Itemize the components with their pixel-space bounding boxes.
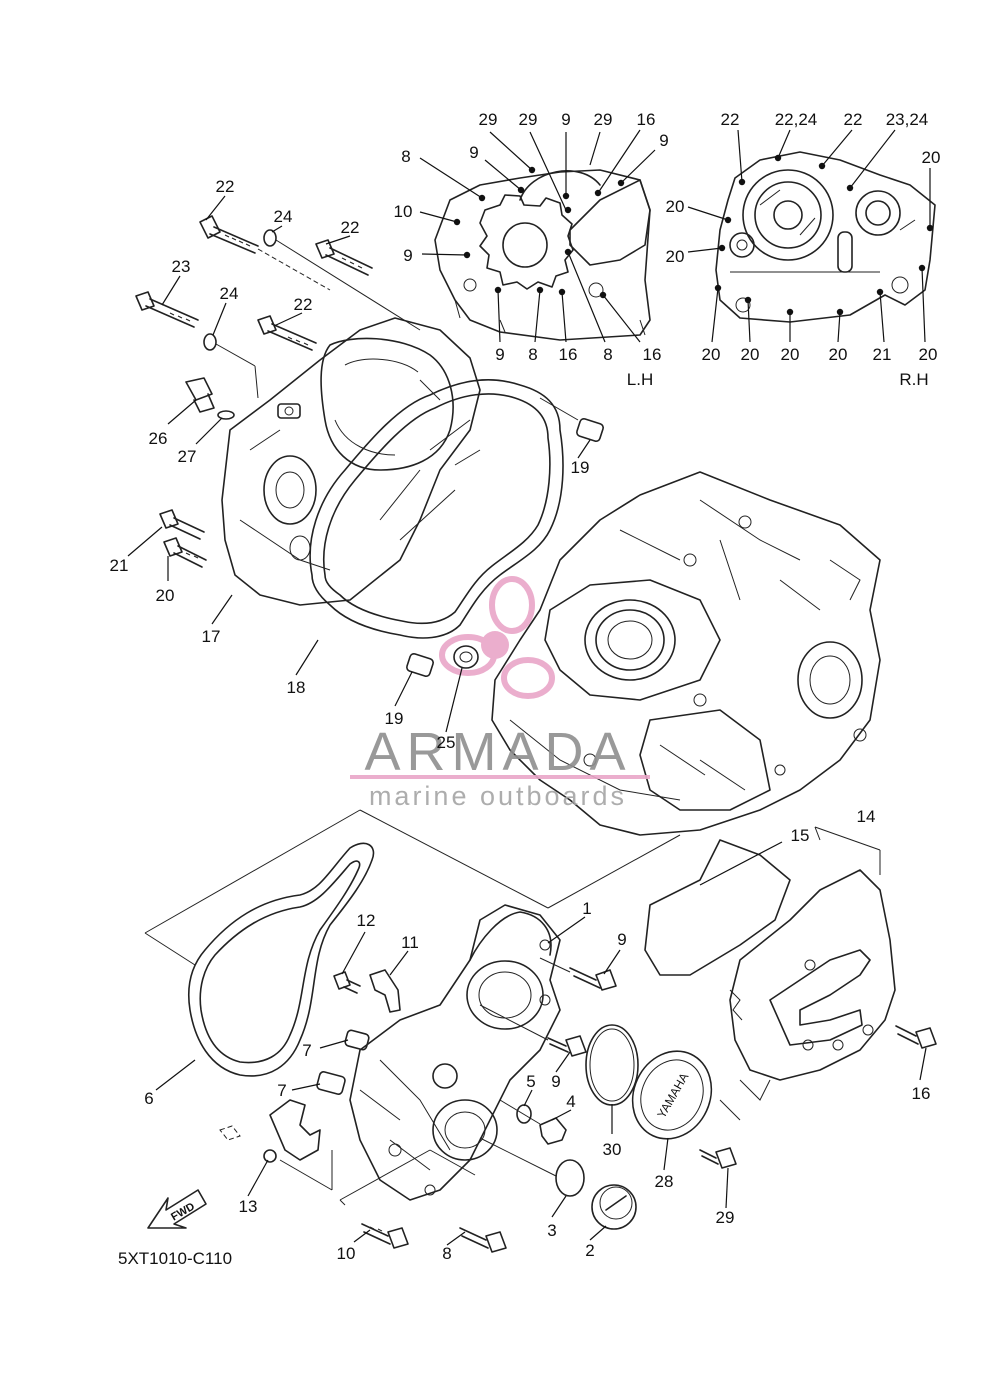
lh-view-label: L.H bbox=[627, 370, 653, 389]
callout-30: 30 bbox=[603, 1140, 622, 1159]
lh-callout-9d: 9 bbox=[403, 246, 412, 265]
callout-28: 28 bbox=[655, 1172, 674, 1191]
rh-callout-20b: 20 bbox=[666, 197, 685, 216]
lh-callout-16b: 16 bbox=[559, 345, 578, 364]
lh-callout-29c: 29 bbox=[594, 110, 613, 129]
callout-19-lower: 19 bbox=[385, 709, 404, 728]
lh-callout-9e: 9 bbox=[495, 345, 504, 364]
callout-29: 29 bbox=[716, 1208, 735, 1227]
lh-callout-29b: 29 bbox=[519, 110, 538, 129]
sprocket-cover-14 bbox=[644, 839, 896, 1121]
rh-inset-view: 22 22,24 22 23,24 20 20 20 20 20 20 20 2… bbox=[666, 110, 941, 389]
callout-2: 2 bbox=[585, 1241, 594, 1260]
lh-callout-16c: 16 bbox=[643, 345, 662, 364]
callout-22-mid: 22 bbox=[341, 218, 360, 237]
rh-callout-20c: 20 bbox=[666, 247, 685, 266]
callout-14: 14 bbox=[857, 807, 876, 826]
callout-4: 4 bbox=[566, 1092, 575, 1111]
lh-callout-8c: 8 bbox=[603, 345, 612, 364]
callout-17: 17 bbox=[202, 627, 221, 646]
rh-callout-20g: 20 bbox=[829, 345, 848, 364]
callout-16: 16 bbox=[912, 1084, 931, 1103]
fwd-label: FWD bbox=[169, 1201, 197, 1224]
callout-3: 3 bbox=[547, 1221, 556, 1240]
callout-9-lower: 9 bbox=[551, 1072, 560, 1091]
callout-13: 13 bbox=[239, 1197, 258, 1216]
rh-callout-22a: 22 bbox=[721, 110, 740, 129]
main-callouts: 1 2 3 4 5 6 7 7 8 9 9 10 11 12 13 14 15 … bbox=[110, 177, 931, 1263]
fwd-arrow: FWD bbox=[147, 1189, 207, 1229]
callout-18: 18 bbox=[287, 678, 306, 697]
callout-22-top: 22 bbox=[216, 177, 235, 196]
callout-7-lower: 7 bbox=[277, 1081, 286, 1100]
lh-callout-29a: 29 bbox=[479, 110, 498, 129]
main-leader-lines bbox=[127, 195, 927, 1246]
callout-24-top: 24 bbox=[274, 207, 293, 226]
lh-bolt-dots bbox=[453, 166, 625, 299]
lh-callout-8a: 8 bbox=[401, 147, 410, 166]
rh-callout-20h: 20 bbox=[919, 345, 938, 364]
callout-19-upper: 19 bbox=[571, 458, 590, 477]
callout-12: 12 bbox=[357, 911, 376, 930]
rh-callout-20f: 20 bbox=[781, 345, 800, 364]
callout-25: 25 bbox=[437, 733, 456, 752]
rh-callout-22b: 22 bbox=[844, 110, 863, 129]
callout-20: 20 bbox=[156, 586, 175, 605]
watermark-brand: ARMADA bbox=[364, 722, 631, 782]
callout-5: 5 bbox=[526, 1072, 535, 1091]
callout-27: 27 bbox=[178, 447, 197, 466]
callout-23: 23 bbox=[172, 257, 191, 276]
upper-bolts bbox=[135, 215, 604, 678]
rh-callout-20d: 20 bbox=[702, 345, 721, 364]
gasket-18 bbox=[309, 379, 564, 639]
lower-grouping-lines bbox=[144, 809, 881, 1206]
rh-view-label: R.H bbox=[899, 370, 928, 389]
crankcase-cover-17 bbox=[221, 317, 481, 606]
lh-callout-9c: 9 bbox=[659, 131, 668, 150]
callout-24-low: 24 bbox=[220, 284, 239, 303]
lh-callout-10: 10 bbox=[394, 202, 413, 221]
callout-11: 11 bbox=[401, 933, 419, 952]
callout-22-low: 22 bbox=[294, 295, 313, 314]
callout-10: 10 bbox=[337, 1244, 356, 1263]
lh-callout-9a: 9 bbox=[561, 110, 570, 129]
callout-21: 21 bbox=[110, 556, 129, 575]
lh-callout-9b: 9 bbox=[469, 143, 478, 162]
callout-1: 1 bbox=[582, 899, 591, 918]
gasket-6 bbox=[187, 842, 375, 1077]
lh-inset-view: 29 29 9 29 16 8 9 9 10 9 9 8 16 8 16 L.H bbox=[394, 110, 669, 389]
rh-callout-22-24: 22,24 bbox=[775, 110, 818, 129]
diagram-code: 5XT1010-C110 bbox=[118, 1249, 232, 1268]
callout-6: 6 bbox=[144, 1089, 153, 1108]
crankcase bbox=[491, 471, 881, 836]
small-parts: YAMAHA bbox=[219, 957, 937, 1253]
armada-watermark: ARMADA marine outboards bbox=[350, 576, 650, 811]
rh-callout-21: 21 bbox=[873, 345, 892, 364]
rh-callout-23-24: 23,24 bbox=[886, 110, 929, 129]
callout-26: 26 bbox=[149, 429, 168, 448]
rh-callout-20e: 20 bbox=[741, 345, 760, 364]
armada-propeller-logo bbox=[439, 576, 555, 699]
callout-15: 15 bbox=[791, 826, 810, 845]
rh-callout-20a: 20 bbox=[922, 148, 941, 167]
callout-8: 8 bbox=[442, 1244, 451, 1263]
callout-9-upper: 9 bbox=[617, 930, 626, 949]
stator-cover-1 bbox=[349, 904, 561, 1201]
lh-callout-8b: 8 bbox=[528, 345, 537, 364]
lh-callout-16a: 16 bbox=[637, 110, 656, 129]
callout-7-upper: 7 bbox=[302, 1041, 311, 1060]
cover-brand-text: YAMAHA bbox=[654, 1070, 691, 1120]
watermark-tagline: marine outboards bbox=[369, 781, 627, 811]
